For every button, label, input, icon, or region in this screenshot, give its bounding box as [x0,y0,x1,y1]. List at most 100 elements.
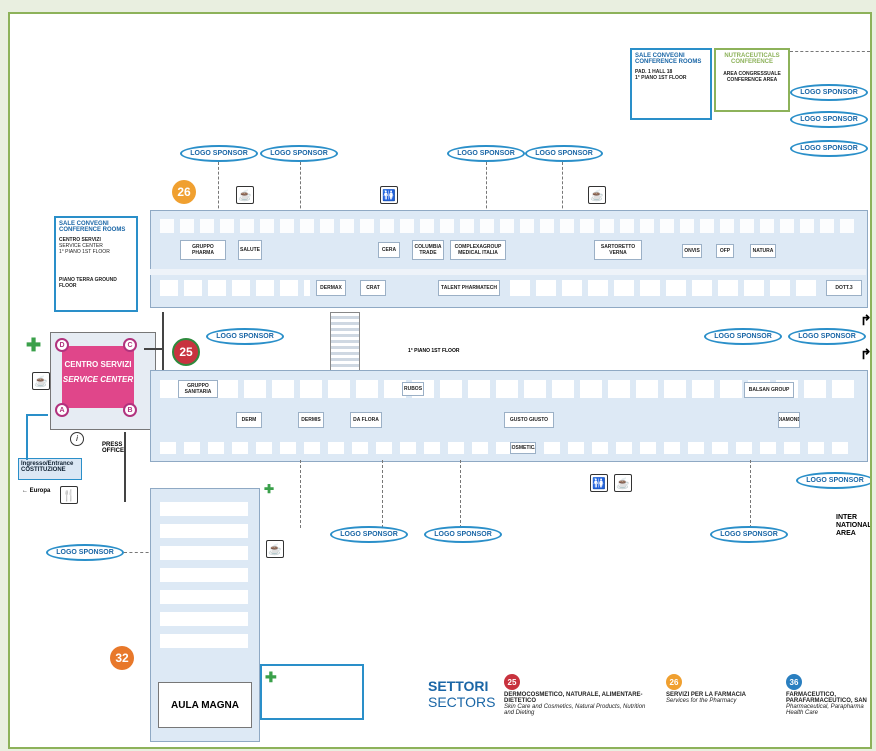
restroom-icon: 🚻 [380,186,398,204]
logo-sponsor-bottom-2[interactable]: LOGO SPONSOR [424,526,502,543]
conf-left-line2: SERVICE CENTER [59,243,103,249]
stand-row-top [160,219,860,233]
hall-32-stands [160,498,248,648]
entrance-arrow [26,414,48,460]
stand-top-12[interactable]: DERMAX [316,280,346,296]
conf-left-line1: CENTRO SERVIZI [59,237,101,243]
map-frame: SALE CONVEGNI CONFERENCE ROOMS PAD. 1 HA… [8,12,872,749]
logo-sponsor-left[interactable]: LOGO SPONSOR [46,544,124,561]
conference-line1: PAD. 1 HALL 18 [635,69,673,75]
logo-sponsor-bottom-3[interactable]: LOGO SPONSOR [710,526,788,543]
conf-left-title: SALE CONVEGNI [59,221,109,227]
nutraceuticals-box: NUTRACEUTICALS CONFERENCE AREA CONGRESSU… [714,48,790,112]
aula-magna[interactable]: AULA MAGNA [158,682,252,728]
right-arrow-top: ↱ [860,312,872,328]
stand-bottom-5[interactable]: DA FLORA [350,412,382,428]
stand-top-6[interactable]: SARTORETTO VERNA [594,240,642,260]
coffee-icon: ☕ [236,186,254,204]
sector-badge-25: 25 [172,338,200,366]
aula-magna-label: AULA MAGNA [171,699,239,711]
stand-row-b2 [160,442,856,454]
sector-badge-26: 26 [172,180,196,204]
logo-sponsor-top-3[interactable]: LOGO SPONSOR [447,145,525,162]
stand-top-5[interactable]: COMPLEXAGROUP MEDICAL ITALIA [450,240,506,260]
settori-en: SECTORS [428,694,496,710]
legend-badge-25: 25 [504,674,520,690]
stand-bottom-7[interactable]: BALSAN GROUP [744,382,794,398]
legend-sector-36: FARMACEUTICO, PARAFARMACEUTICO, SAN Phar… [786,692,870,716]
stand-bottom-2[interactable]: RUBOS [402,382,424,396]
logo-sponsor-bottom-1[interactable]: LOGO SPONSOR [330,526,408,543]
logo-sponsor-right-2[interactable]: LOGO SPONSOR [790,111,868,128]
legend-25-en: Skin Care and Cosmetics, Natural Product… [504,704,646,716]
corner-b: B [123,403,137,417]
settori-title: SETTORI SECTORS [428,678,495,710]
conference-title: SALE CONVEGNI [635,53,685,59]
legend-36-en: Pharmaceutical, Parapharma Health Care [786,704,864,716]
corner-d: D [55,338,69,352]
press-office-label: PRESS OFFICE [102,442,124,454]
stand-top-3[interactable]: CERA [378,242,400,258]
stand-bottom-8[interactable]: DIAMOND [778,412,800,428]
coffee-icon-2: ☕ [588,186,606,204]
conference-line2: 1° PIANO 1ST FLOOR [635,75,687,81]
logo-sponsor-right-3[interactable]: LOGO SPONSOR [790,140,868,157]
stand-top-10[interactable]: TALENT PHARMATECH [438,280,500,296]
stand-row-mid [160,280,310,296]
logo-sponsor-right-1[interactable]: LOGO SPONSOR [790,84,868,101]
stand-top-13[interactable]: DOTT.3 [826,280,862,296]
aula-magna-logos: ✚ [260,664,364,720]
international-area-label: INTER NATIONAL AREA [836,514,872,537]
stand-top-9[interactable]: NATURA [750,244,776,258]
vertical-connector-arrow [162,312,164,376]
logo-sponsor-top-2[interactable]: LOGO SPONSOR [260,145,338,162]
info-icon: i [70,432,84,446]
stand-bottom-3[interactable]: DERM [236,412,262,428]
nutraceuticals-title: NUTRACEUTICALS CONFERENCE [724,53,780,65]
restaurant-icon: 🍴 [60,486,78,504]
europa-text: Europa [29,488,51,494]
stand-top-4[interactable]: COLUMBIA TRADE [412,240,444,260]
coffee-icon-4: ☕ [266,540,284,558]
conf-left-subtitle: CONFERENCE ROOMS [59,227,126,233]
entrance-label: Ingresso/Entrance COSTITUZIONE [18,458,82,480]
logo-sponsor-middle-right-1[interactable]: LOGO SPONSOR [704,328,782,345]
stand-top-11[interactable]: CRAT [360,280,386,296]
legend-26-it: SERVIZI PER LA FARMACIA [666,692,747,698]
logo-sponsor-middle-left[interactable]: LOGO SPONSOR [206,328,284,345]
stand-top-1[interactable]: GRUPPO PHARMA [180,240,226,260]
pharmacy-logo-small: ✚ [264,482,275,496]
stand-bottom-4[interactable]: DERMIS [298,412,324,428]
conf-left-line3: 1° PIANO 1ST FLOOR [59,249,110,255]
corner-c: C [123,338,137,352]
hall-32-arrow [124,432,126,502]
service-center-it: CENTRO SERVIZI [64,360,132,369]
legend-badge-36: 36 [786,674,802,690]
legend-25-it: DERMOCOSMETICO, NATURALE, ALIMENTARE-DIE… [504,692,643,704]
settori-it: SETTORI [428,678,489,694]
stand-row-mid-2 [510,280,820,296]
stand-top-7[interactable]: ONVIS [682,244,702,258]
logo-sponsor-middle-right-2[interactable]: LOGO SPONSOR [788,328,866,345]
corner-a: A [55,403,69,417]
central-stairs [330,312,360,380]
stand-bottom-6[interactable]: GUSTO GIUSTO [504,412,554,428]
coffee-icon-3: ☕ [614,474,632,492]
service-center[interactable]: CENTRO SERVIZI SERVICE CENTER [62,346,134,408]
coffee-icon-left: ☕ [32,372,50,390]
logo-sponsor-top-1[interactable]: LOGO SPONSOR [180,145,258,162]
conf-left-line4: PIANO TERRA GROUND FLOOR [59,277,117,289]
stand-bottom-9[interactable]: COSMETICA [510,442,536,454]
stand-top-2[interactable]: SALUTE [238,240,262,260]
sector-badge-32: 32 [110,646,134,670]
stand-top-8[interactable]: OFP [716,244,734,258]
stand-bottom-1[interactable]: GRUPPO SANITARIA [178,380,218,398]
logo-sponsor-top-4[interactable]: LOGO SPONSOR [525,145,603,162]
restroom-icon-2: 🚻 [590,474,608,492]
logo-sponsor-bottom-right[interactable]: LOGO SPONSOR [796,472,870,489]
legend-26-en: Services for the Pharmacy [666,698,737,704]
legend-sector-26: SERVIZI PER LA FARMACIA Services for the… [666,692,776,704]
nutraceuticals-line: AREA CONGRESSUALE CONFERENCE AREA [723,71,781,83]
conference-subtitle: CONFERENCE ROOMS [635,59,702,65]
conference-rooms-left: SALE CONVEGNI CONFERENCE ROOMS CENTRO SE… [54,216,138,312]
